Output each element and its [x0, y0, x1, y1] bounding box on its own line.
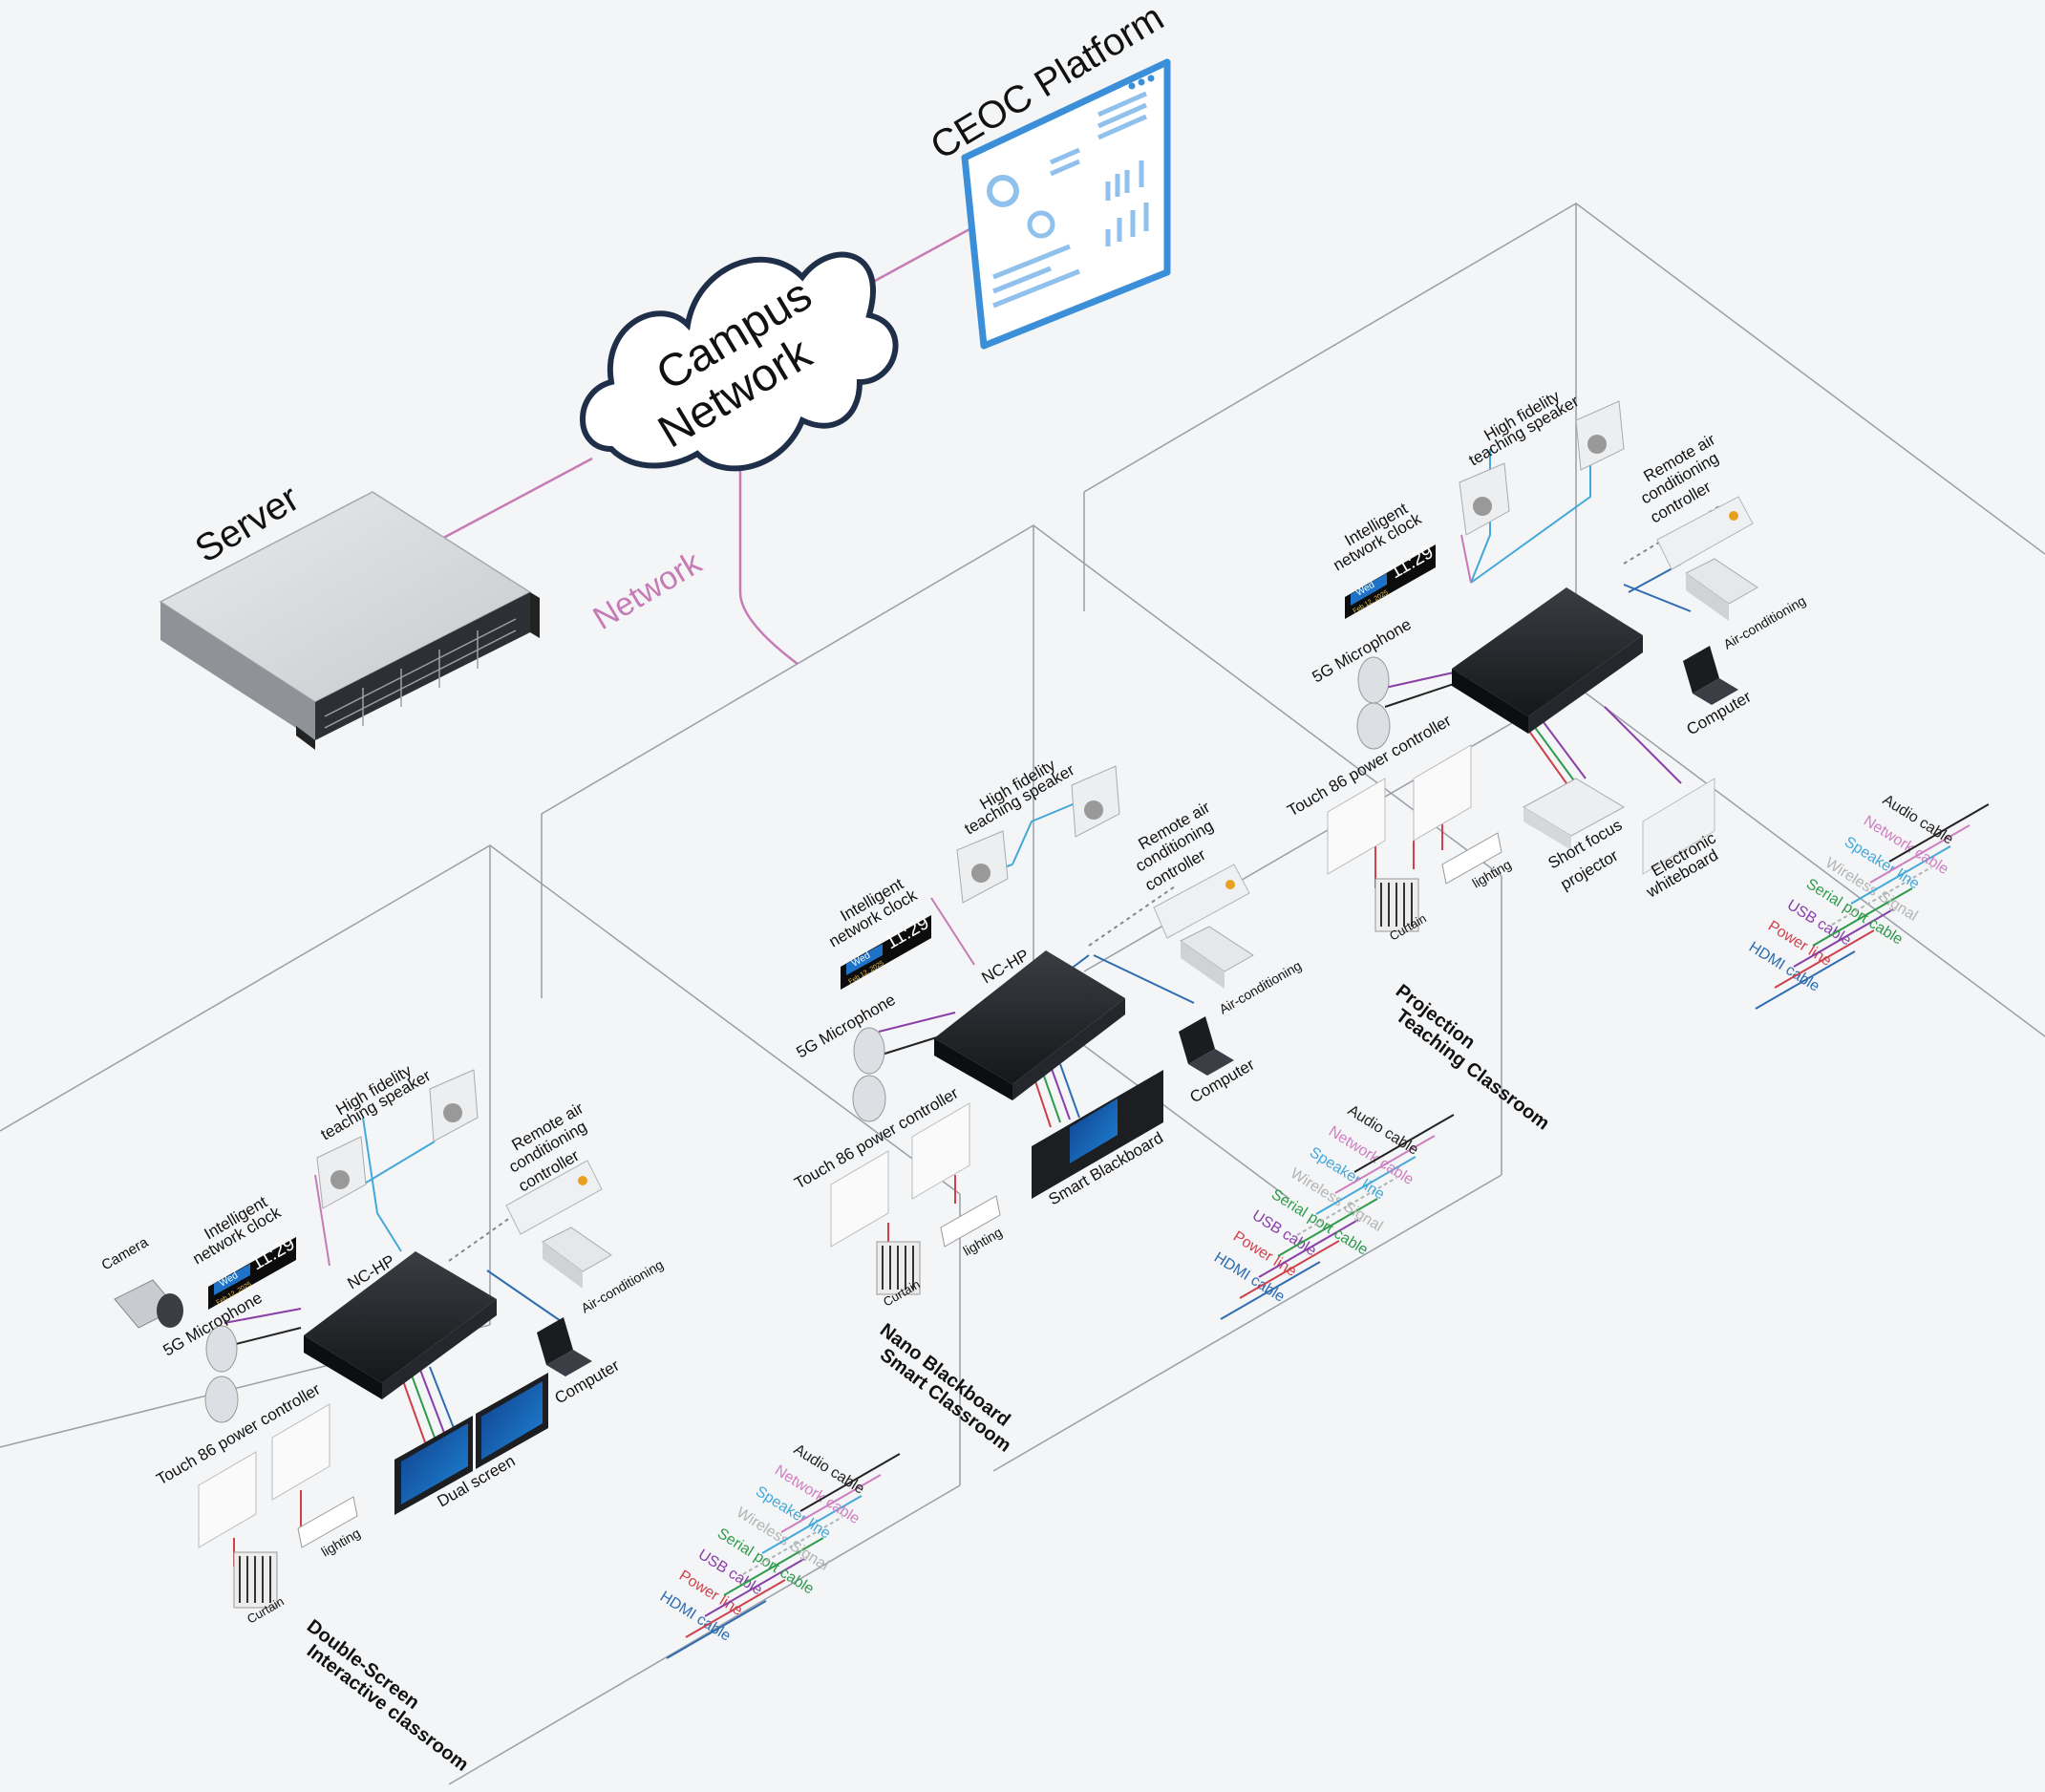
legend-line: [723, 1537, 824, 1596]
power-controller: [1327, 744, 1472, 875]
nc-hp-hub[interactable]: [934, 950, 1125, 1100]
projection-room-outline: [1083, 203, 2045, 555]
aircon-label: Air-conditioning: [1721, 592, 1809, 651]
legend-line: [666, 1600, 767, 1659]
aircon-unit: [1180, 926, 1254, 989]
legend-line: [1774, 929, 1875, 989]
speaker-right: [1071, 765, 1120, 838]
server-drive-bays: [324, 618, 517, 729]
power-controller: [830, 1102, 970, 1248]
room-nano: NC-HP Wed 11:29 Feb 12, 2025 Intelligent…: [792, 756, 1455, 1457]
nc-hp-hub[interactable]: [304, 1251, 497, 1399]
room-title-line2: Teaching Classroom: [1392, 1005, 1553, 1134]
computer[interactable]: [537, 1317, 592, 1376]
legend-line: [704, 1558, 805, 1617]
room-double: NC-HP Camera Wed 11:29 Feb 12, 2025 Inte…: [99, 1061, 901, 1776]
aircon-controller: [1656, 496, 1754, 570]
curtain: [876, 1241, 921, 1295]
backbone-links: [434, 227, 970, 665]
computer[interactable]: [1179, 1016, 1234, 1076]
curtain: [233, 1551, 278, 1609]
microphone: [1356, 656, 1391, 750]
lighting-strip: [940, 1195, 1001, 1248]
microphone: [852, 1027, 886, 1122]
aircon-unit: [1685, 558, 1758, 621]
legend-line: [780, 1474, 882, 1533]
camera: [114, 1279, 183, 1329]
aircon-controller: [1153, 864, 1250, 939]
dashboard-charts: [992, 91, 1149, 309]
legend-line: [1869, 824, 1970, 884]
legend-line: [1888, 803, 1990, 863]
campus-network-cloud: Campus Network: [580, 251, 899, 472]
server[interactable]: Server: [159, 477, 540, 750]
electronic-whiteboard: [1642, 778, 1715, 875]
cables: [224, 1117, 565, 1567]
legend-line: [1793, 908, 1894, 968]
lighting-strip: [297, 1496, 358, 1548]
legend-line: [1812, 887, 1913, 947]
aircon-controller: [505, 1160, 603, 1235]
speaker-left: [316, 1136, 367, 1209]
legend-line: [1334, 1135, 1436, 1194]
speaker-left: [956, 830, 1009, 904]
room-projection: Wed 11:29 Feb 12, 2025 Intelligent netwo…: [1285, 387, 1990, 1134]
legend-line: [1850, 845, 1951, 905]
legend-line: [1220, 1261, 1321, 1320]
legend-line: [685, 1579, 786, 1638]
power-controller: [198, 1403, 330, 1548]
speaker-left: [1459, 462, 1510, 536]
double-room-outline: [0, 844, 961, 1195]
nc-hp-hub[interactable]: [1452, 587, 1643, 734]
camera-label: Camera: [99, 1234, 152, 1274]
legend-line: [1831, 866, 1932, 926]
room-title-line2: Interactive classroom: [303, 1640, 472, 1775]
legend-line: [1258, 1219, 1359, 1278]
curtain: [1374, 878, 1419, 932]
legend-line: [799, 1453, 901, 1512]
legend-line: [742, 1516, 843, 1575]
aircon-unit: [542, 1227, 612, 1289]
legend-line: [1239, 1240, 1340, 1299]
speaker-right: [429, 1069, 479, 1142]
microphone: [204, 1325, 239, 1423]
legend-line: [1755, 950, 1856, 1010]
ceoc-platform[interactable]: CEOC Platform: [924, 0, 1171, 350]
computer[interactable]: [1683, 646, 1738, 705]
network-label: Network: [587, 544, 709, 637]
lighting-strip: [1441, 832, 1502, 885]
legend-line: [1315, 1156, 1417, 1215]
legend-line: [1277, 1198, 1378, 1257]
legend-line: [1353, 1114, 1455, 1173]
legend-line: [761, 1495, 863, 1554]
smart-blackboard[interactable]: [1032, 1070, 1163, 1199]
speaker-right: [1575, 400, 1625, 471]
dual-screen[interactable]: [394, 1373, 548, 1515]
short-focus-projector: [1522, 778, 1626, 850]
legend-line: [1296, 1177, 1397, 1236]
